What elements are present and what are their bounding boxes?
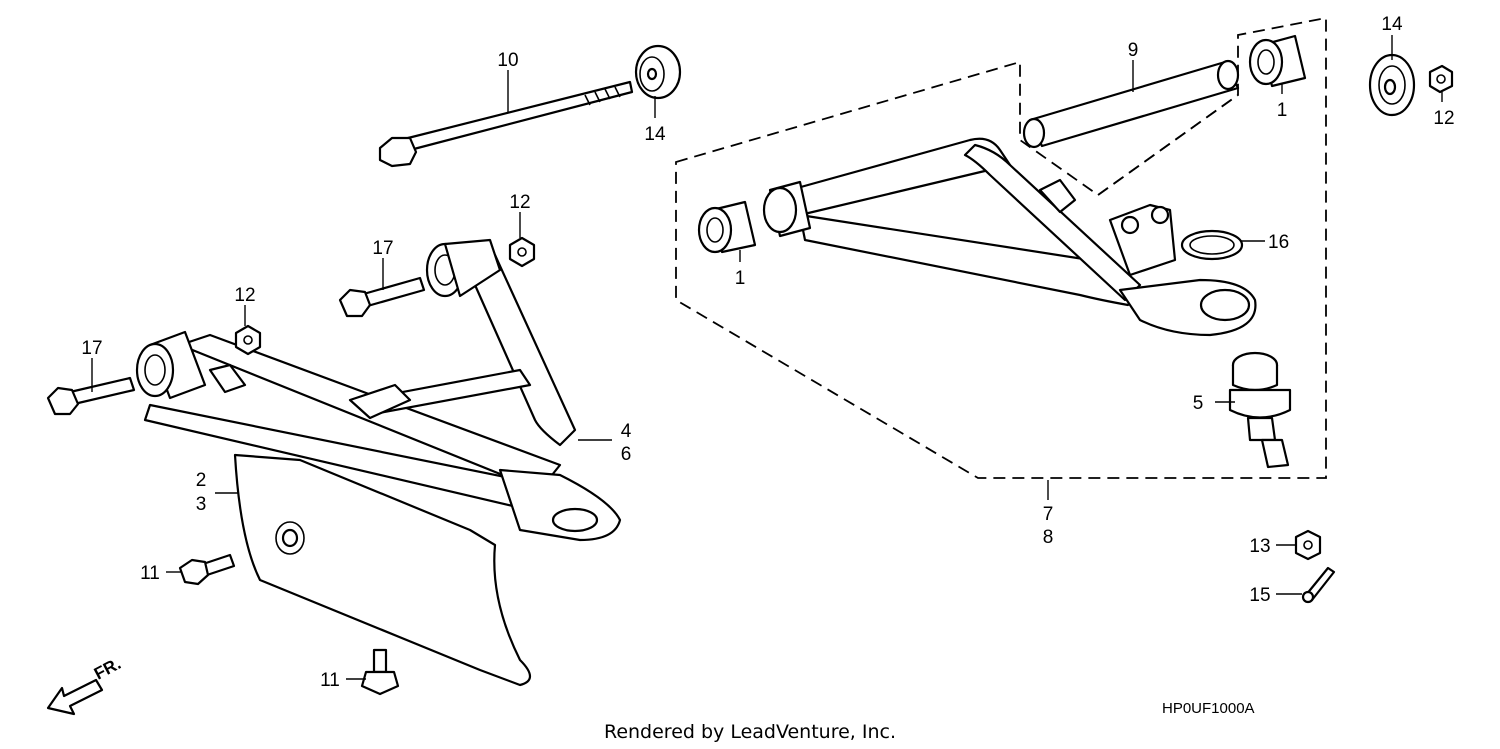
- callout-14: 14: [1381, 14, 1403, 35]
- bolt-17-upper: [338, 276, 426, 318]
- circlip: [1180, 229, 1244, 261]
- callout-4: 4: [621, 421, 632, 442]
- front-direction-arrow: FR.: [46, 654, 124, 716]
- callout-9: 9: [1128, 40, 1139, 61]
- callout-2: 2: [196, 470, 207, 491]
- callout-5: 5: [1193, 393, 1204, 414]
- upper-arm-exploded: [762, 137, 1257, 337]
- callout-12: 12: [509, 192, 530, 213]
- lower-arm-assembly: [135, 238, 622, 542]
- diagram-code: HP0UF1000A: [1162, 700, 1255, 717]
- callouts: 10 14 9 1 14 12 16 1 12 17 12 17 5 4 6 2…: [81, 14, 1454, 691]
- castle-nut: [1294, 529, 1322, 561]
- callout-12: 12: [234, 285, 255, 306]
- callout-3: 3: [196, 494, 207, 515]
- callout-7: 7: [1043, 504, 1054, 525]
- ball-joint: [1228, 351, 1292, 469]
- long-bolt: [378, 80, 634, 168]
- callout-12: 12: [1433, 108, 1454, 129]
- callout-14: 14: [644, 124, 666, 145]
- callout-11: 11: [140, 563, 160, 584]
- washer-left: [634, 44, 682, 100]
- callout-6: 6: [621, 444, 632, 465]
- washer-right: [1368, 53, 1416, 117]
- footer-credit: Rendered by LeadVenture, Inc.: [604, 721, 896, 743]
- bolt-11-side: [178, 553, 236, 586]
- arm-guard: [233, 453, 532, 687]
- callout-10: 10: [497, 50, 518, 71]
- nut-12-upper: [508, 236, 536, 268]
- callout-15: 15: [1249, 585, 1270, 606]
- callout-13: 13: [1249, 536, 1270, 557]
- bolt-17-lower: [46, 376, 136, 416]
- callout-17: 17: [372, 238, 393, 259]
- callout-1: 1: [1277, 100, 1288, 121]
- bolt-11-bottom: [360, 648, 400, 696]
- collar-tube: [1022, 59, 1240, 149]
- nut-right: [1428, 64, 1454, 94]
- bushing-right: [1248, 34, 1307, 88]
- nut-12-lower: [234, 324, 262, 356]
- cotter-pin: [1301, 566, 1336, 604]
- exploded-view-outline: [675, 16, 1327, 479]
- callout-8: 8: [1043, 527, 1054, 548]
- leader-lines: [91, 35, 1443, 680]
- callout-17: 17: [81, 338, 102, 359]
- bushing-left: [697, 200, 757, 254]
- callout-16: 16: [1268, 232, 1289, 253]
- callout-11: 11: [320, 670, 340, 691]
- callout-1: 1: [735, 268, 746, 289]
